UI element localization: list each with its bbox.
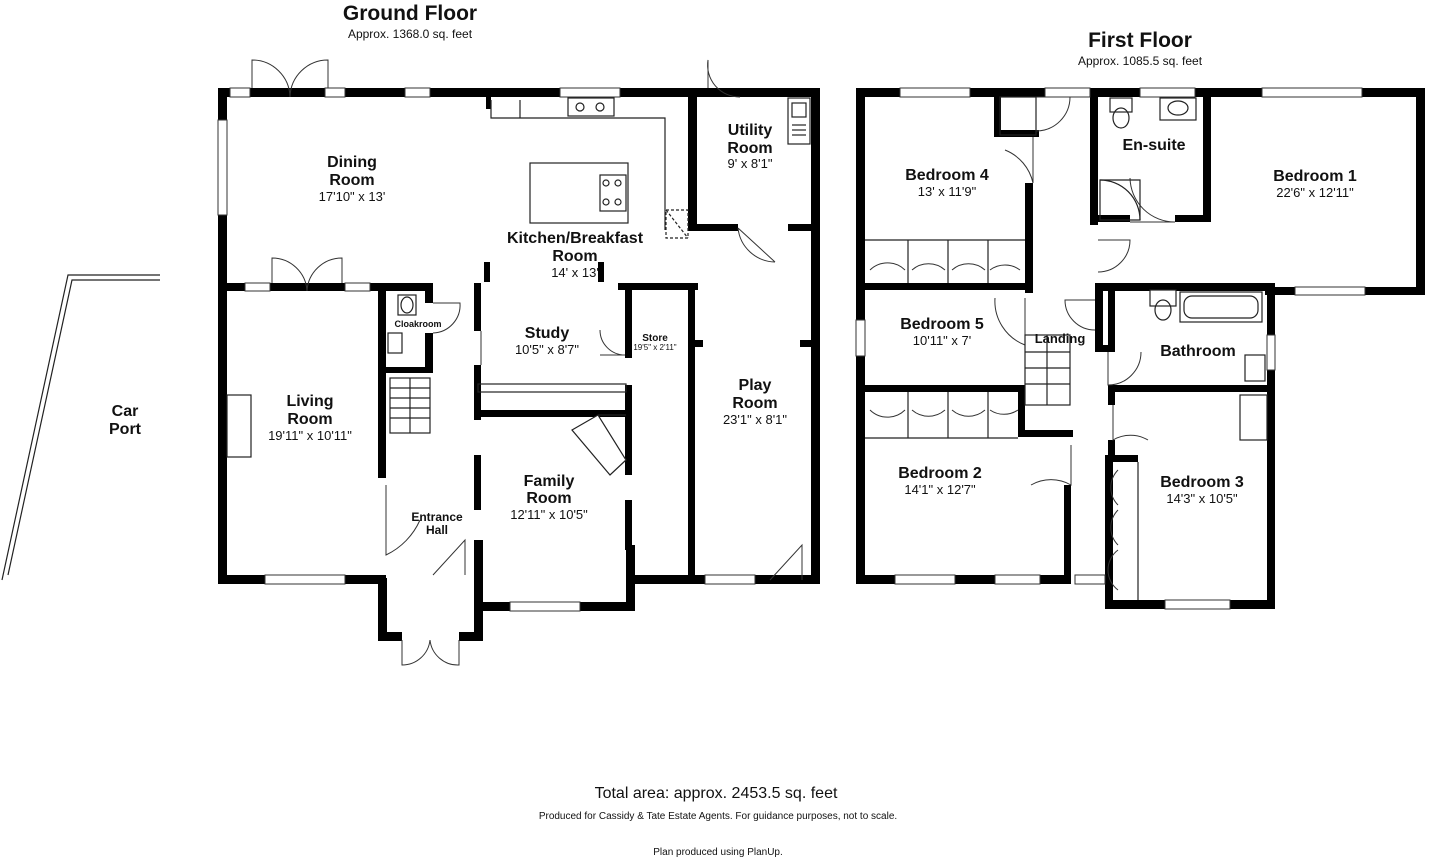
room-name: Play	[739, 377, 772, 394]
room-name: Bedroom 1	[1273, 168, 1357, 185]
kitchen-fittings	[226, 97, 811, 476]
ground-floor-area: Approx. 1368.0 sq. feet	[348, 27, 473, 41]
room-name: En-suite	[1122, 137, 1185, 154]
first-floor-windows	[855, 87, 1366, 610]
room-name: Utility	[728, 122, 773, 139]
room-name: Room	[287, 411, 332, 428]
first-floor-labels: First Floor Approx. 1085.5 sq. feet Bedr…	[898, 29, 1357, 506]
room-dimensions: 14' x 13'	[551, 265, 599, 280]
disclaimer: Produced for Cassidy & Tate Estate Agent…	[539, 811, 897, 822]
room-name: Room	[732, 395, 777, 412]
credit: Plan produced using PlanUp.	[653, 847, 783, 858]
room-name: Bedroom 2	[898, 465, 982, 482]
room-name: Room	[727, 140, 772, 157]
first-floor-doors	[994, 96, 1176, 486]
room-name: Cloakroom	[394, 319, 441, 329]
room-name: Study	[525, 325, 570, 342]
room-name: Dining	[327, 154, 377, 171]
room-dimensions: 22'6" x 12'11"	[1276, 185, 1354, 200]
ground-floor-labels: Ground Floor Approx. 1368.0 sq. feet Din…	[109, 2, 787, 537]
first-floor-title: First Floor	[1088, 29, 1192, 52]
car-port-outline	[1, 274, 160, 581]
room-dimensions: 17'10" x 13'	[319, 189, 386, 204]
footer: Total area: approx. 2453.5 sq. feet Prod…	[539, 785, 897, 858]
room-name: Bedroom 5	[900, 316, 984, 333]
room-dimensions: 23'1" x 8'1"	[723, 412, 787, 427]
room-dimensions: 19'5" x 2'11"	[633, 343, 676, 352]
room-dimensions: 13' x 11'9"	[918, 184, 977, 199]
ground-floor-title: Ground Floor	[343, 2, 477, 25]
room-name: Store	[642, 333, 668, 344]
room-name: Bathroom	[1160, 343, 1236, 360]
room-name: Room	[552, 248, 597, 265]
ground-floor-doors	[251, 59, 803, 666]
room-name: Port	[109, 421, 142, 438]
room-name: Room	[329, 172, 374, 189]
sink-icon	[567, 97, 615, 117]
room-dimensions: 14'1" x 12'7"	[904, 482, 976, 497]
room-name: Bedroom 4	[905, 167, 989, 184]
room-dimensions: 10'5" x 8'7"	[515, 342, 579, 357]
first-floor-area: Approx. 1085.5 sq. feet	[1078, 54, 1203, 68]
room-name: Room	[526, 490, 571, 507]
total-area: Total area: approx. 2453.5 sq. feet	[595, 785, 838, 802]
room-dimensions: 19'11" x 10'11"	[268, 428, 352, 443]
room-dimensions: 12'11" x 10'5"	[510, 507, 588, 522]
ground-floor-walls	[218, 88, 820, 641]
room-name: Bedroom 3	[1160, 474, 1244, 491]
room-name: Hall	[426, 523, 448, 537]
room-name: Entrance	[411, 510, 463, 524]
room-name: Landing	[1035, 331, 1086, 346]
room-name: Car	[112, 403, 139, 420]
ground-floor-windows	[217, 87, 756, 612]
room-name: Family	[524, 473, 575, 490]
first-floor-fittings	[865, 96, 1268, 600]
room-dimensions: 10'11" x 7'	[913, 333, 972, 348]
room-name: Living	[286, 393, 333, 410]
room-name: Kitchen/Breakfast	[507, 230, 644, 247]
room-dimensions: 9' x 8'1"	[728, 156, 773, 171]
room-dimensions: 14'3" x 10'5"	[1166, 491, 1238, 506]
